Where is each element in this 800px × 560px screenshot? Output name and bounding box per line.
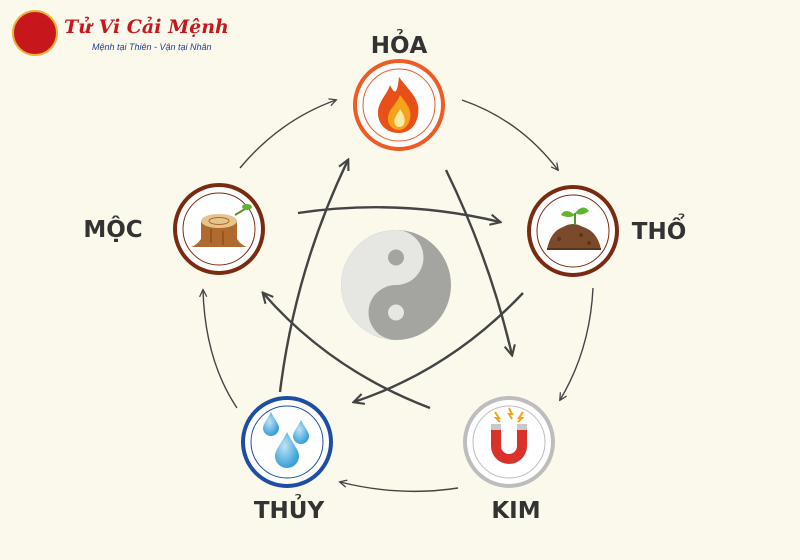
arrow-hoa-to-kim <box>444 169 512 355</box>
arrow-hoa-to-tho <box>461 99 558 170</box>
generating-cycle-arrows <box>203 99 594 493</box>
element-moc: MỘC <box>83 183 265 275</box>
element-tho: THỔ <box>527 185 687 277</box>
element-label: KIM <box>491 498 540 524</box>
element-label: MỘC <box>83 215 142 243</box>
element-kim: KIM <box>463 396 555 524</box>
element-label: THỔ <box>632 213 687 245</box>
brand-title: Tử Vi Cải Mệnh <box>64 16 229 38</box>
element-thuy: THỦY <box>241 396 333 524</box>
arrow-tho-to-kim <box>560 287 594 400</box>
logo-emblem <box>12 10 58 56</box>
controlling-star-arrows <box>263 160 524 410</box>
arrow-thuy-to-moc <box>203 290 238 409</box>
soil-sprout-icon <box>547 207 601 250</box>
magnet-icon <box>491 407 527 464</box>
arrow-kim-to-thuy <box>340 482 459 493</box>
arrow-tho-to-thuy <box>354 292 524 402</box>
element-label: THỦY <box>254 494 325 524</box>
arrow-thuy-to-hoa <box>278 160 348 393</box>
arrow-moc-to-hoa <box>239 100 336 169</box>
brand-logo[interactable]: Tử Vi Cải Mệnh Mệnh tại Thiên - Vận tại … <box>12 10 229 62</box>
arrow-moc-to-tho <box>297 206 500 222</box>
tree-stump-icon <box>191 204 252 247</box>
water-drops-icon <box>263 412 309 468</box>
element-ring <box>463 396 555 488</box>
element-label: HỎA <box>371 29 428 59</box>
brand-subtitle: Mệnh tại Thiên - Vận tại Nhân <box>92 42 212 52</box>
fire-icon <box>378 77 419 133</box>
arrow-kim-to-moc <box>263 293 431 410</box>
element-hoa: HỎA <box>353 29 445 151</box>
yin-yang-icon <box>341 230 451 340</box>
